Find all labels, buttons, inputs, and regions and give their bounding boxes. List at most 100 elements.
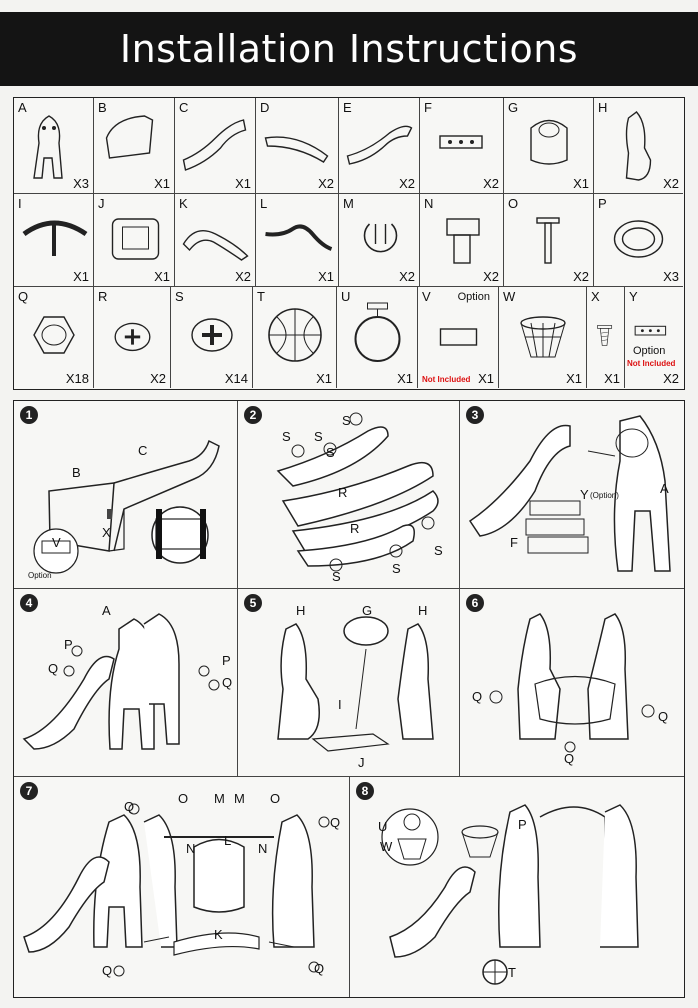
callout-option: (Option): [590, 491, 619, 500]
callout-q: Q: [658, 709, 669, 724]
part-letter: T: [257, 289, 265, 304]
step-number: 4: [20, 594, 38, 612]
part-quantity: X2: [399, 176, 415, 191]
part-quantity: X1: [397, 371, 413, 386]
assembly-steps: 1 C B X V Option 2: [13, 400, 685, 998]
part-quantity: X3: [73, 176, 89, 191]
step-4-illustration: [22, 613, 220, 750]
step-number: 2: [244, 406, 262, 424]
connector-block-icon: [446, 218, 480, 264]
callout-q: Q: [48, 661, 59, 676]
part-letter: D: [260, 100, 270, 115]
giraffe-frame-icon: [625, 111, 652, 181]
curved-leg-icon: [182, 230, 249, 261]
part-quantity: X2: [318, 176, 334, 191]
callout-w: W: [380, 839, 393, 854]
part-letter: B: [98, 100, 107, 115]
battery-box-icon: [439, 328, 478, 346]
callout-v: V: [52, 535, 61, 550]
part-letter: K: [179, 196, 188, 211]
part-letter: O: [508, 196, 519, 211]
swing-seat-icon: [530, 119, 568, 165]
callout-s: S: [326, 445, 335, 460]
ring-cap-icon: [613, 220, 664, 258]
part-quantity: X18: [65, 371, 89, 386]
part-quantity: X3: [663, 269, 679, 284]
part-letter: J: [98, 196, 105, 211]
part-letter: S: [175, 289, 184, 304]
clip-ring-icon: [363, 223, 398, 253]
page-title: Installation Instructions: [0, 12, 698, 86]
step-7-illustration: [23, 803, 330, 977]
wave-tube-icon: [265, 224, 333, 251]
part-quantity: X1: [154, 176, 170, 191]
step-1-illustration: [33, 439, 220, 574]
callout-p: P: [64, 637, 73, 652]
callout-o: O: [178, 791, 189, 806]
part-quantity: X2: [663, 176, 679, 191]
seat-base-icon: [111, 218, 160, 260]
basketball-icon: [268, 308, 322, 362]
callout-s: S: [434, 543, 443, 558]
part-letter: Y: [629, 289, 638, 304]
part-quantity: X1: [154, 269, 170, 284]
callout-t: T: [508, 965, 516, 980]
part-quantity: X1: [604, 371, 620, 386]
part-letter: L: [260, 196, 268, 211]
part-cell-b: B X1: [94, 98, 175, 194]
part-quantity: X2: [399, 269, 415, 284]
step-5-illustration: [277, 616, 434, 752]
step-8-panel: 8 U W P T: [350, 777, 684, 997]
part-letter: A: [18, 100, 27, 115]
callout-x: X: [102, 525, 111, 540]
part-quantity: X2: [483, 176, 499, 191]
callout-j: J: [358, 755, 365, 770]
callout-i: I: [338, 697, 342, 712]
callout-q: Q: [314, 961, 325, 976]
callout-a: A: [102, 603, 111, 618]
callout-s: S: [392, 561, 401, 576]
callout-f: F: [510, 535, 518, 550]
part-letter: I: [18, 196, 22, 211]
step-5-panel: 5 H G H I J: [238, 589, 460, 777]
callout-s: S: [314, 429, 323, 444]
part-cell-d: D X2: [256, 98, 339, 194]
callout-q: Q: [564, 751, 575, 766]
step-number: 1: [20, 406, 38, 424]
step-2-panel: 2 S S S S R R S S S: [238, 401, 460, 589]
slide-lower-icon: [182, 119, 247, 171]
cross-screw-large-icon: [191, 318, 233, 352]
bolt-rod-icon: [536, 217, 560, 264]
part-letter: Q: [18, 289, 29, 304]
callout-q: Q: [102, 963, 113, 978]
callout-c: C: [138, 443, 148, 458]
callout-s: S: [282, 429, 291, 444]
part-quantity: X1: [318, 269, 334, 284]
callout-h: H: [296, 603, 306, 618]
part-quantity: X2: [663, 371, 679, 386]
cross-screw-icon: [114, 322, 151, 352]
part-quantity: X1: [73, 269, 89, 284]
curved-rail-icon: [346, 125, 413, 165]
step-number: 7: [20, 782, 38, 800]
part-cell-a: A X3: [14, 98, 94, 194]
part-letter: C: [179, 100, 189, 115]
callout-q: Q: [330, 815, 341, 830]
step-bar-icon: [439, 135, 483, 149]
part-option-label: Option: [633, 345, 666, 357]
callout-q: Q: [222, 675, 233, 690]
callout-m: M: [214, 791, 225, 806]
callout-q: Q: [472, 689, 483, 704]
